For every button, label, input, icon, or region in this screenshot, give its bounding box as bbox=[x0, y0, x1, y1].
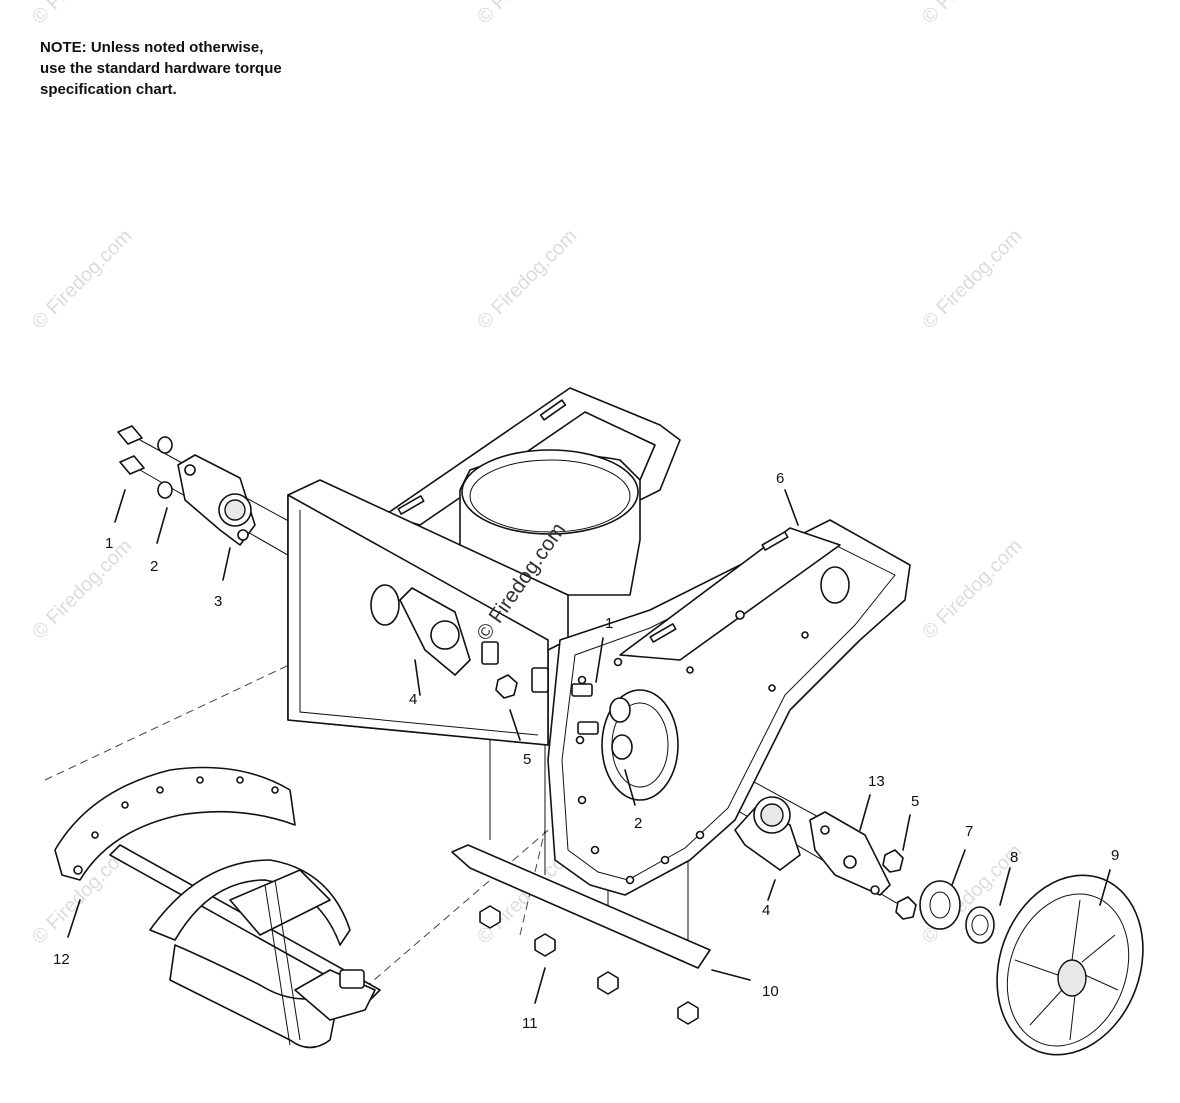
note-line-2: use the standard hardware torque bbox=[40, 60, 282, 77]
callout-4-left: 4 bbox=[409, 691, 417, 708]
callout-8: 8 bbox=[1010, 849, 1018, 866]
watermark-text: © Firedog.com bbox=[28, 535, 137, 644]
callout-5-left: 5 bbox=[523, 751, 531, 768]
callout-4-right: 4 bbox=[762, 902, 770, 919]
inner-bearing-flange bbox=[370, 584, 471, 676]
callout-2-left: 2 bbox=[150, 558, 158, 575]
callout-1-left: 1 bbox=[105, 535, 113, 552]
callout-1-right: 1 bbox=[605, 615, 613, 632]
torque-note: NOTE: Unless noted otherwise, use the st… bbox=[40, 37, 282, 100]
callout-9: 9 bbox=[1111, 847, 1119, 864]
watermark-text: © Firedog.com bbox=[473, 0, 582, 29]
callout-labels: 1 2 3 4 5 1 2 6 13 5 7 8 9 4 10 11 12 bbox=[53, 470, 1119, 1032]
watermark-text: © Firedog.com bbox=[28, 0, 137, 29]
callout-13: 13 bbox=[868, 773, 885, 790]
auger-assembly bbox=[54, 766, 381, 1049]
callout-12: 12 bbox=[53, 951, 70, 968]
left-bolts bbox=[117, 425, 173, 499]
right-nuts bbox=[882, 849, 917, 920]
watermark-text: © Firedog.com bbox=[28, 225, 137, 334]
callout-7: 7 bbox=[965, 823, 973, 840]
callout-2-right: 2 bbox=[634, 815, 642, 832]
center-bolts bbox=[481, 641, 549, 699]
callout-5-right: 5 bbox=[911, 793, 919, 810]
callout-3: 3 bbox=[214, 593, 222, 610]
right-bearing-flange bbox=[734, 796, 801, 871]
callout-11: 11 bbox=[522, 1015, 538, 1032]
shave-plate bbox=[451, 844, 711, 969]
bottom-nuts bbox=[479, 905, 699, 1025]
pulley bbox=[996, 874, 1144, 1056]
bracket-plate bbox=[809, 811, 891, 896]
callout-6: 6 bbox=[776, 470, 784, 487]
left-bearing-flange bbox=[177, 454, 256, 546]
note-line-1: NOTE: Unless noted otherwise, bbox=[40, 39, 264, 56]
leader-lines bbox=[67, 489, 1111, 1004]
right-bolts bbox=[571, 683, 633, 760]
spacer-and-washer bbox=[919, 880, 995, 944]
watermark-text: © Firedog.com bbox=[918, 0, 1027, 29]
watermark-text: © Firedog.com bbox=[918, 535, 1027, 644]
watermark-text: © Firedog.com bbox=[918, 225, 1027, 334]
note-line-3: specification chart. bbox=[40, 81, 177, 98]
callout-10: 10 bbox=[762, 983, 779, 1000]
watermark-text: © Firedog.com bbox=[473, 225, 582, 334]
